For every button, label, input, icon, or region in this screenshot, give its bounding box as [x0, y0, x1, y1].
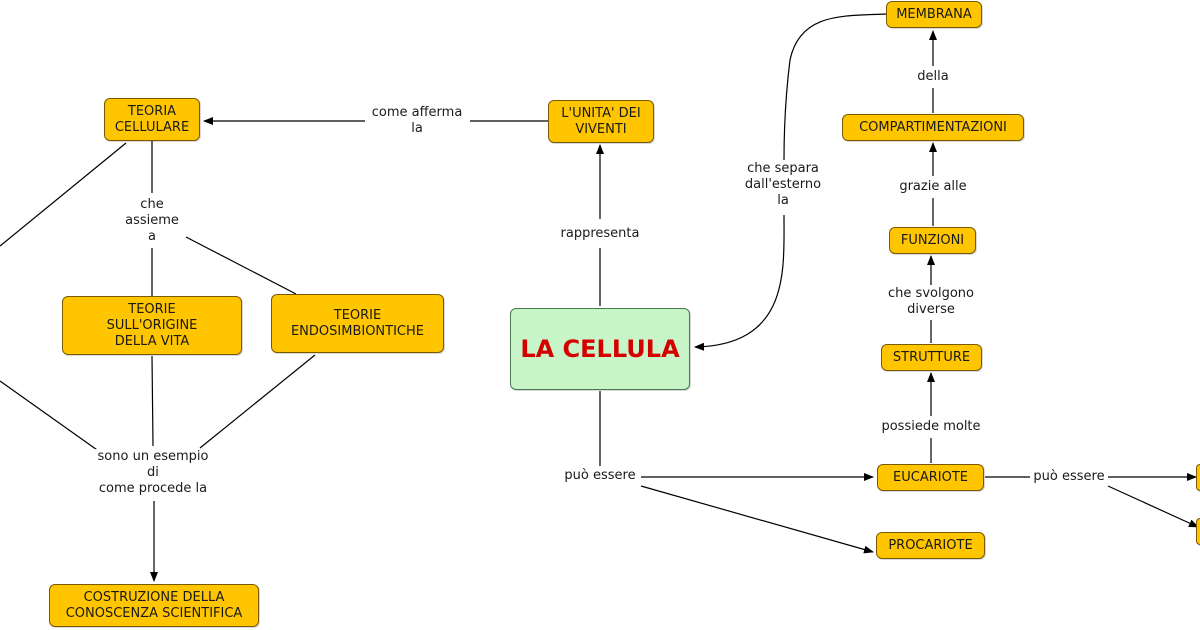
- arrow-puoessere2-offscreen-down: [1107, 485, 1199, 528]
- node-teorie-endosimbiontiche[interactable]: TEORIE ENDOSIMBIONTICHE: [271, 294, 444, 353]
- line-teoria-offscreen-left: [0, 142, 127, 247]
- line-cheassieme-to-endosimb: [185, 236, 297, 295]
- link-label-rappresenta: rappresenta: [558, 226, 642, 242]
- node-offscreen-right-2[interactable]: [1196, 518, 1200, 545]
- arrow-puoessere-to-procariote: [640, 485, 874, 554]
- node-strutture[interactable]: STRUTTURE: [881, 344, 982, 371]
- link-label-che-svolgono: che svolgono diverse: [886, 286, 976, 318]
- link-label-grazie-alle: grazie alle: [897, 179, 969, 195]
- link-label-possiede-molte: possiede molte: [879, 419, 983, 435]
- arrow-cheseparadall-to-cellula: [694, 214, 785, 351]
- node-teorie-origine[interactable]: TEORIE SULL'ORIGINE DELLA VITA: [62, 296, 242, 355]
- link-label-puo-essere-1: può essere: [562, 468, 638, 484]
- link-label-puo-essere-2: può essere: [1031, 469, 1107, 485]
- node-teoria-cellulare[interactable]: TEORIA CELLULARE: [104, 98, 200, 141]
- line-endosimb-to-esempio: [199, 354, 316, 449]
- node-costruzione[interactable]: COSTRUZIONE DELLA CONOSCENZA SCIENTIFICA: [49, 584, 259, 627]
- curve-membrana-to-cheseparadall: [783, 13, 887, 161]
- line-origine-to-esempio: [151, 355, 154, 447]
- node-membrana[interactable]: MEMBRANA: [886, 1, 982, 28]
- node-procariote[interactable]: PROCARIOTE: [876, 532, 985, 559]
- line-offscreen-to-esempio: [0, 380, 101, 453]
- node-compartimentazioni[interactable]: COMPARTIMENTAZIONI: [842, 114, 1024, 141]
- node-offscreen-right-1[interactable]: [1196, 464, 1200, 491]
- node-funzioni[interactable]: FUNZIONI: [889, 227, 976, 254]
- node-la-cellula[interactable]: LA CELLULA: [510, 308, 690, 390]
- link-label-che-separa: che separa dall'esterno la: [742, 161, 824, 209]
- link-label-sono-esempio: sono un esempio di come procede la: [95, 449, 211, 497]
- link-label-della: della: [915, 69, 951, 85]
- link-label-che-assieme: che assieme a: [123, 197, 181, 245]
- link-label-come-afferma: come afferma la: [369, 105, 465, 137]
- node-eucariote[interactable]: EUCARIOTE: [877, 464, 984, 491]
- node-unita-viventi[interactable]: L'UNITA' DEI VIVENTI: [548, 100, 654, 143]
